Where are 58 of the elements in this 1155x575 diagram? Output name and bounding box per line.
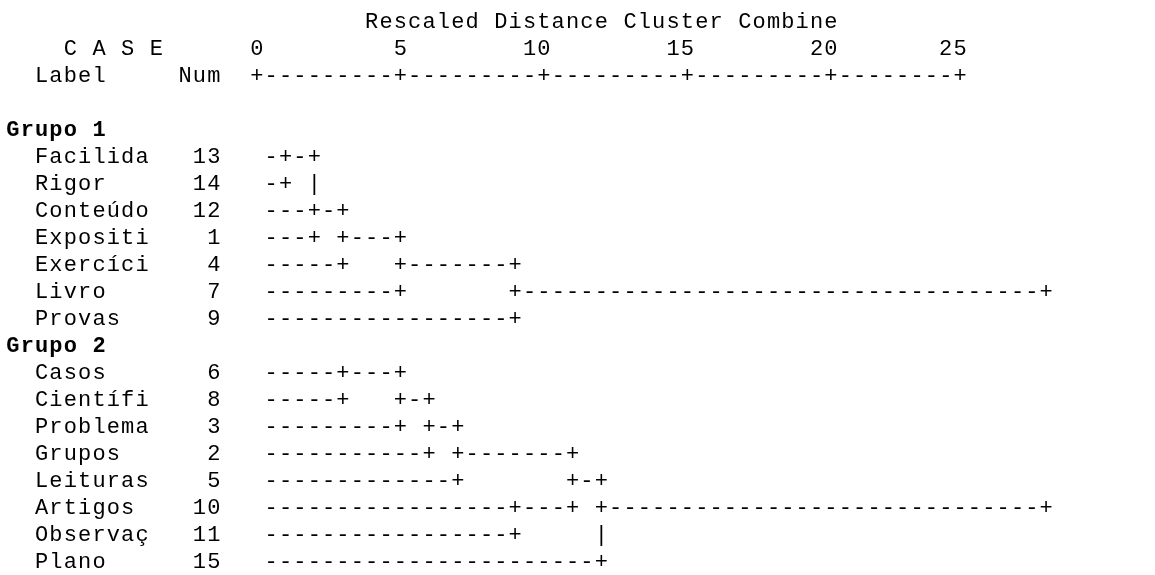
case-number: 6 [207, 363, 222, 385]
case-label: Grupos [35, 444, 122, 466]
case-number: 3 [207, 417, 222, 439]
case-label: Conteúdo [35, 201, 150, 223]
column-header: Num [178, 66, 222, 88]
dendrogram-branch: -+ | [264, 174, 322, 196]
case-label: Expositi [35, 228, 150, 250]
case-label: Problema [35, 417, 150, 439]
case-number: 10 [192, 498, 222, 520]
dendrogram-branch: -----+---+ [264, 363, 409, 385]
tick-label: 0 [250, 39, 265, 61]
dendrogram-branch: -----------------+ | [264, 525, 610, 547]
case-label: Científi [35, 390, 150, 412]
dendrogram-branch: ---------+ +-+ [264, 417, 466, 439]
case-label: Observaç [35, 525, 150, 547]
tick-label: 15 [666, 39, 696, 61]
dendrogram-branch: ---+-+ [264, 201, 351, 223]
case-number: 11 [192, 525, 222, 547]
tick-label: 5 [393, 39, 409, 61]
group-heading: Grupo 1 [6, 120, 107, 142]
column-header: Label [35, 66, 107, 88]
case-number: 9 [207, 309, 222, 331]
case-label: Provas [35, 309, 122, 331]
case-number: 15 [192, 552, 222, 574]
case-label: Exercíci [35, 255, 150, 277]
case-label: Casos [35, 363, 107, 385]
dendrogram-branch: -----------------+---+ +------------------------------+ [264, 498, 1054, 520]
axis-title: Rescaled Distance Cluster Combine [365, 12, 839, 34]
dendrogram-branch: -------------+ +-+ [264, 471, 610, 493]
case-label: Rigor [35, 174, 107, 196]
case-label: Artigos [35, 498, 136, 520]
case-number: 2 [207, 444, 222, 466]
case-number: 8 [207, 390, 222, 412]
case-label: Livro [35, 282, 107, 304]
case-label: Plano [35, 552, 107, 574]
dendrogram-branch: -----------------------+ [264, 552, 610, 574]
tick-label: 25 [939, 39, 968, 61]
axis-ruler: +---------+---------+---------+---------+--------+ [250, 66, 968, 88]
case-number: 13 [192, 147, 222, 169]
case-number: 4 [207, 255, 222, 277]
case-label: Leituras [35, 471, 150, 493]
dendrogram-branch: -----+ +-+ [264, 390, 437, 412]
dendrogram-branch: -----------+ +-------+ [264, 444, 581, 466]
dendrogram-branch: -----+ +-------+ [264, 255, 523, 277]
dendrogram-branch: -----------------+ [264, 309, 523, 331]
dendrogram-branch: ---------+ +------------------------------------+ [264, 282, 1054, 304]
tick-label: 10 [522, 39, 552, 61]
case-number: 5 [207, 471, 222, 493]
tick-label: 20 [809, 39, 839, 61]
case-number: 14 [192, 174, 222, 196]
case-number: 1 [207, 228, 222, 250]
dendrogram-branch: -+-+ [264, 147, 322, 169]
column-header: C A S E [63, 39, 165, 61]
case-number: 12 [192, 201, 222, 223]
case-number: 7 [207, 282, 222, 304]
dendrogram-branch: ---+ +---+ [264, 228, 409, 250]
group-heading: Grupo 2 [6, 336, 107, 358]
case-label: Facilida [35, 147, 150, 169]
